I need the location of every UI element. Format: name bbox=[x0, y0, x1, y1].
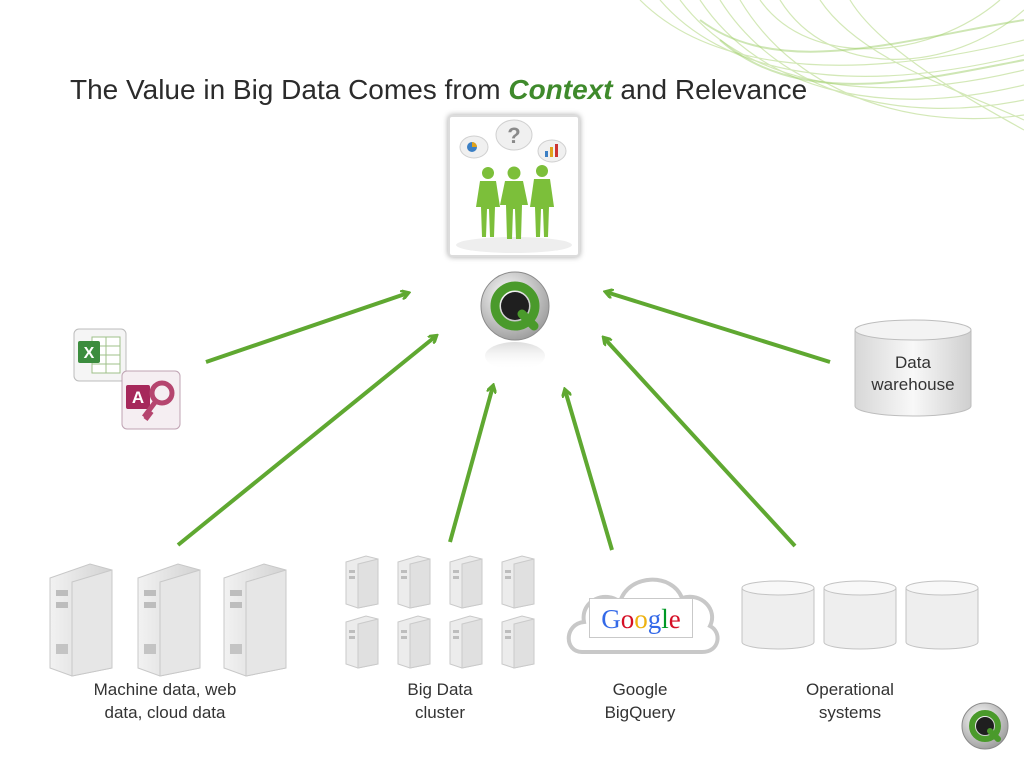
caption-big-data-cluster: Big Data cluster bbox=[407, 680, 473, 722]
caption-machine-data: Machine data, web data, cloud data bbox=[93, 680, 237, 722]
caption-operational-systems: Operational systems bbox=[806, 680, 894, 722]
access-icon: A bbox=[121, 370, 181, 430]
database-icon bbox=[741, 580, 815, 650]
server-icon bbox=[49, 563, 113, 677]
server-icon bbox=[137, 563, 201, 677]
office-files: X A bbox=[73, 328, 181, 430]
server-icon bbox=[449, 615, 483, 669]
google-logo: Google bbox=[589, 598, 693, 638]
svg-text:X: X bbox=[84, 345, 95, 362]
data-warehouse-label: Data warehouse bbox=[871, 353, 955, 394]
server-icon bbox=[345, 555, 379, 609]
google-bigquery: Google bbox=[562, 560, 722, 660]
database-icon bbox=[823, 580, 897, 650]
slide-title: The Value in Big Data Comes from Context… bbox=[70, 74, 808, 105]
server-icon bbox=[397, 555, 431, 609]
machine-data-servers bbox=[49, 563, 287, 677]
svg-text:A: A bbox=[132, 388, 144, 407]
server-icon bbox=[449, 555, 483, 609]
qlik-logo-icon bbox=[480, 271, 550, 370]
big-data-cluster bbox=[345, 555, 535, 669]
data-warehouse: Data warehouse bbox=[852, 318, 974, 418]
server-icon bbox=[345, 615, 379, 669]
excel-icon: X bbox=[73, 328, 127, 382]
operational-systems bbox=[741, 580, 979, 650]
google-logo-text: Google bbox=[601, 604, 681, 634]
server-icon bbox=[501, 615, 535, 669]
database-icon bbox=[854, 319, 972, 417]
server-icon bbox=[397, 615, 431, 669]
server-icon bbox=[501, 555, 535, 609]
server-icon bbox=[223, 563, 287, 677]
people-question-icon: ? bbox=[456, 119, 572, 253]
people-question-panel: ? bbox=[448, 115, 580, 257]
database-icon bbox=[905, 580, 979, 650]
svg-text:?: ? bbox=[507, 123, 520, 148]
title-emphasis: Context bbox=[508, 74, 613, 105]
qlik-corner-logo-icon bbox=[961, 702, 1009, 750]
caption-google-bigquery: Google BigQuery bbox=[604, 680, 676, 722]
